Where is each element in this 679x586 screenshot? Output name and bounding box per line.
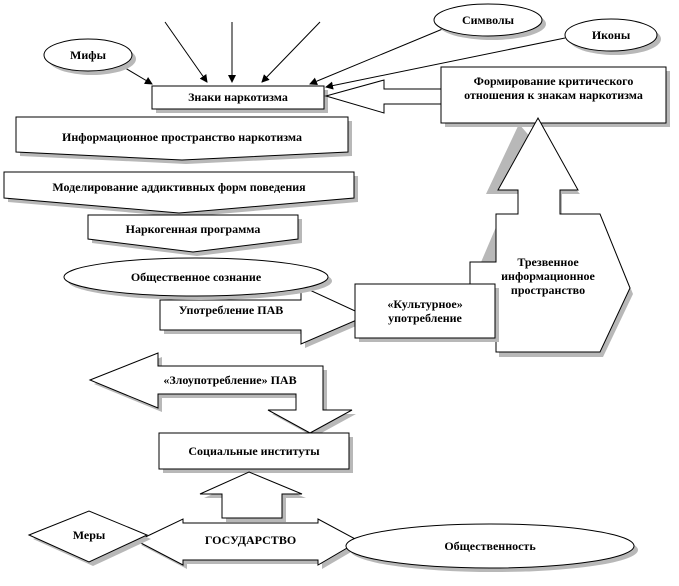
social-institutions-label: Социальные институты bbox=[188, 444, 320, 458]
icons-ellipse bbox=[564, 18, 658, 52]
critical-box bbox=[440, 66, 667, 124]
public-consciousness-label: Общественное сознание bbox=[130, 270, 262, 284]
use-label: Употребление ПАВ bbox=[178, 303, 284, 317]
critical-attitude-label: Формирование критического отношения к зн… bbox=[464, 74, 643, 102]
use-arrow bbox=[159, 285, 368, 345]
abuse-arrow bbox=[88, 352, 353, 434]
cultural-use-box bbox=[354, 283, 496, 339]
measures-diamond bbox=[27, 510, 149, 563]
signs-box bbox=[151, 85, 325, 110]
public-consciousness-ellipse bbox=[63, 257, 329, 297]
narcogenic-program-label: Наркогенная программа bbox=[125, 222, 261, 236]
myths-ellipse bbox=[43, 38, 133, 72]
modeling-label: Моделирование аддиктивных форм поведения bbox=[52, 180, 306, 194]
info-space-shape bbox=[15, 116, 349, 161]
arrow-top-left bbox=[164, 21, 208, 83]
signs-label: Знаки наркотизма bbox=[188, 90, 288, 104]
symbols-label: Символы bbox=[461, 13, 515, 27]
narcogenic-shape bbox=[87, 214, 299, 253]
info-space-label: Информационное пространство наркотизма bbox=[61, 130, 303, 144]
modeling-shape bbox=[3, 171, 355, 214]
symbols-ellipse bbox=[433, 3, 543, 37]
myths-label: Мифы bbox=[70, 48, 106, 62]
abuse-label: «Злоупотребление» ПАВ bbox=[163, 373, 297, 387]
arrow-symbols bbox=[309, 27, 446, 86]
sober-info-space-label: Трезвенное информационное пространство bbox=[501, 255, 595, 297]
critical-to-signs-arrow bbox=[324, 79, 442, 114]
public-ellipse bbox=[345, 523, 635, 569]
cultural-use-label: «Культурное» употребление bbox=[387, 297, 463, 325]
state-up-arrow bbox=[199, 471, 303, 519]
icons-label: Иконы bbox=[591, 28, 631, 42]
public-label: Общественность bbox=[444, 539, 536, 553]
arrow-icons bbox=[325, 37, 566, 90]
measures-label: Меры bbox=[72, 528, 106, 542]
arrow-top-right bbox=[261, 21, 321, 83]
social-institutions-box bbox=[158, 432, 350, 470]
state-label: ГОСУДАРСТВО bbox=[204, 533, 297, 547]
